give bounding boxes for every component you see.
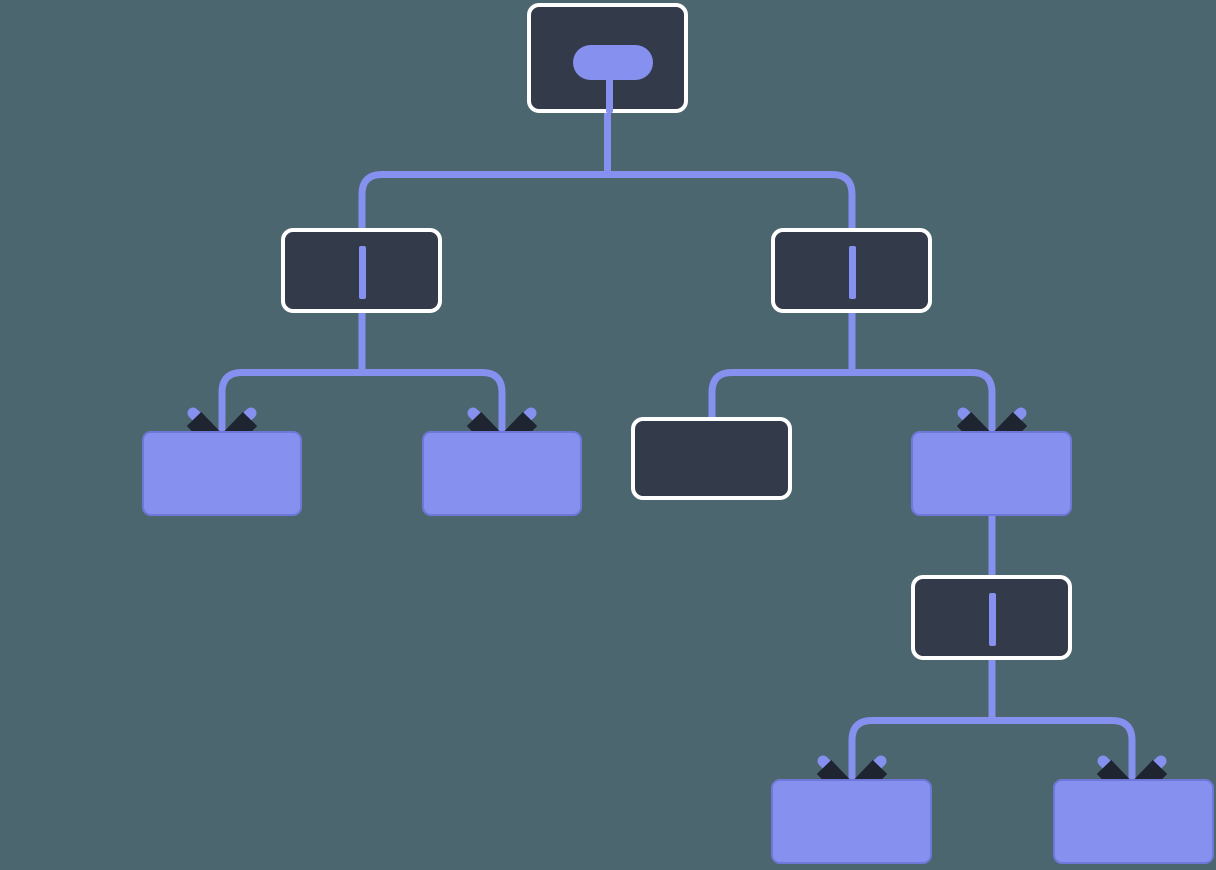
edge-root-to-l2-left: [358, 171, 608, 228]
node-l2-right-line-icon: [849, 246, 856, 299]
edge-root-to-l2-right: [607, 171, 856, 228]
node-l2-right[interactable]: [771, 228, 932, 313]
node-l5-b[interactable]: [1053, 779, 1214, 864]
node-l2-left[interactable]: [281, 228, 442, 313]
node-l4-line-icon: [989, 593, 996, 646]
node-l2-left-line-icon: [359, 246, 366, 299]
node-root[interactable]: [527, 3, 688, 113]
root-pill-stem-icon: [606, 77, 613, 113]
edge-l2-left-to-l3-a: [218, 369, 362, 434]
edge-l2-left-to-l3-b: [362, 369, 506, 434]
node-l3-d[interactable]: [911, 431, 1072, 516]
edge-l4-to-l5-a: [848, 717, 992, 782]
root-pill-icon: [573, 45, 653, 80]
node-l4[interactable]: [911, 575, 1072, 660]
node-l5-a[interactable]: [771, 779, 932, 864]
edge-l4-to-l5-b: [992, 717, 1136, 782]
edge-l2-right-to-l3-d: [852, 369, 996, 434]
node-l3-a[interactable]: [142, 431, 302, 516]
node-l3-c[interactable]: [631, 417, 792, 500]
edge-l2-right-to-l3-c: [708, 369, 852, 419]
node-l3-b[interactable]: [422, 431, 582, 516]
